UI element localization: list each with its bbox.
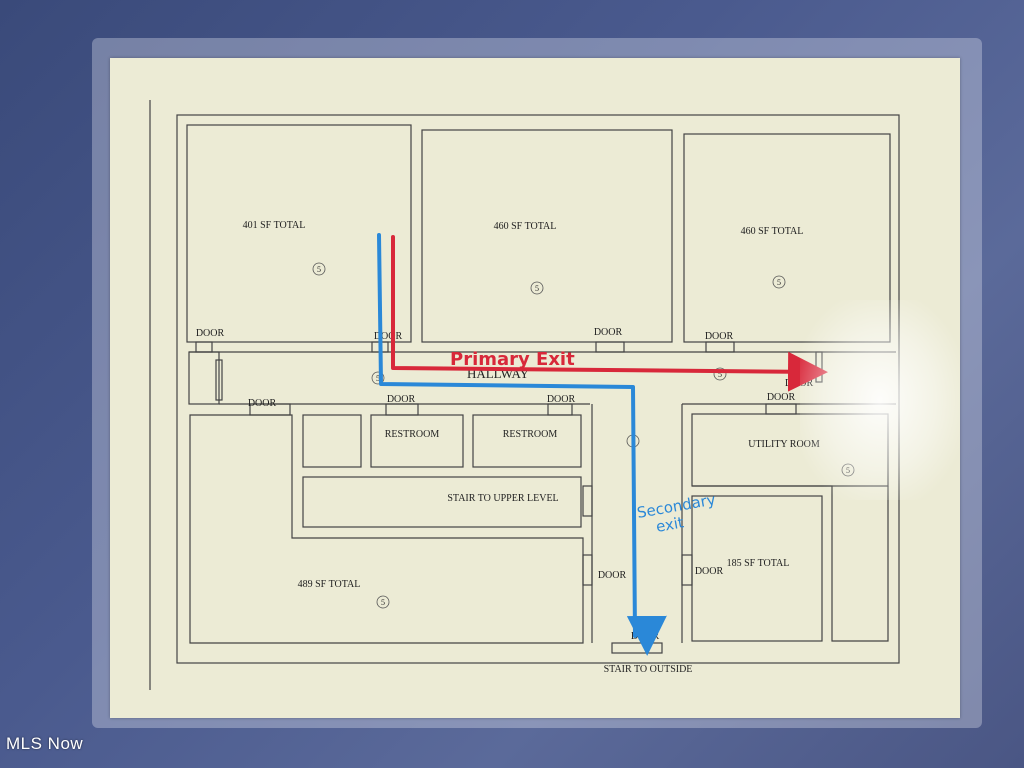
room-label: 489 SF TOTAL — [298, 579, 361, 590]
door-label: DOOR — [598, 570, 627, 581]
stair-outside-label: STAIR TO OUTSIDE — [604, 664, 693, 675]
door-label: DOOR — [547, 394, 576, 405]
closet — [302, 414, 362, 468]
smoke-detector-number: 5 — [535, 284, 539, 293]
door-jamb — [705, 341, 735, 353]
smoke-detector-icon — [312, 262, 326, 276]
smoke-detector-icon — [713, 367, 727, 381]
utility-room-label: UTILITY ROOM — [748, 439, 820, 450]
door-jamb — [195, 341, 213, 353]
room-label: 460 SF TOTAL — [741, 226, 804, 237]
door-jamb — [681, 554, 693, 586]
door-label: DOOR — [767, 392, 796, 403]
building-outline — [176, 114, 900, 664]
smoke-detector-icon — [371, 371, 385, 385]
primary-exit-label: Primary Exit — [450, 349, 575, 370]
door-jamb — [765, 403, 797, 415]
room-label: 185 SF TOTAL — [727, 558, 790, 569]
door-jamb — [611, 642, 663, 654]
smoke-detector-number: 5 — [376, 374, 380, 383]
secondary-exit-label-line2: exit — [655, 513, 686, 536]
room-label: 460 SF TOTAL — [494, 221, 557, 232]
restroom-2 — [472, 414, 582, 468]
room-label: 401 SF TOTAL — [243, 220, 306, 231]
restroom-1 — [370, 414, 464, 468]
smoke-detector-icon — [772, 275, 786, 289]
room-401 — [186, 124, 412, 343]
door-label: DOOR — [387, 394, 416, 405]
door-jamb — [595, 341, 625, 353]
door-label: DOOR — [705, 331, 734, 342]
room-489 — [189, 414, 584, 644]
door-jamb — [249, 403, 291, 416]
stair-upper-box — [302, 476, 582, 528]
door-jamb — [385, 403, 419, 416]
door-label: DOOR — [248, 398, 277, 409]
secondary-exit-route — [377, 233, 667, 656]
door-label: DOOR — [594, 327, 623, 338]
smoke-detector-icon — [376, 595, 390, 609]
smoke-detector-number: 5 — [718, 370, 722, 379]
door-jamb — [582, 485, 593, 517]
utility-lower — [692, 485, 889, 642]
room-460-right — [683, 133, 891, 343]
door-label: DOOR — [695, 566, 724, 577]
light-glare — [800, 300, 960, 500]
smoke-detector-number: 5 — [317, 265, 321, 274]
smoke-detector-icon — [530, 281, 544, 295]
restroom-label: RESTROOM — [503, 429, 558, 440]
door-jamb — [215, 359, 223, 401]
watermark: MLS Now — [6, 734, 84, 753]
door-label: DOOR — [374, 331, 403, 342]
restroom-label: RESTROOM — [385, 429, 440, 440]
stair-upper-label: STAIR TO UPPER LEVEL — [447, 493, 558, 504]
door-jamb — [547, 403, 573, 416]
hallway-left-block — [188, 351, 220, 405]
smoke-detector-number: 5 — [381, 598, 385, 607]
primary-exit-route — [391, 235, 828, 392]
smoke-detector-number: 5 — [777, 278, 781, 287]
door-jamb — [582, 554, 593, 586]
room-460-middle — [421, 129, 673, 343]
door-label: DOOR — [196, 328, 225, 339]
